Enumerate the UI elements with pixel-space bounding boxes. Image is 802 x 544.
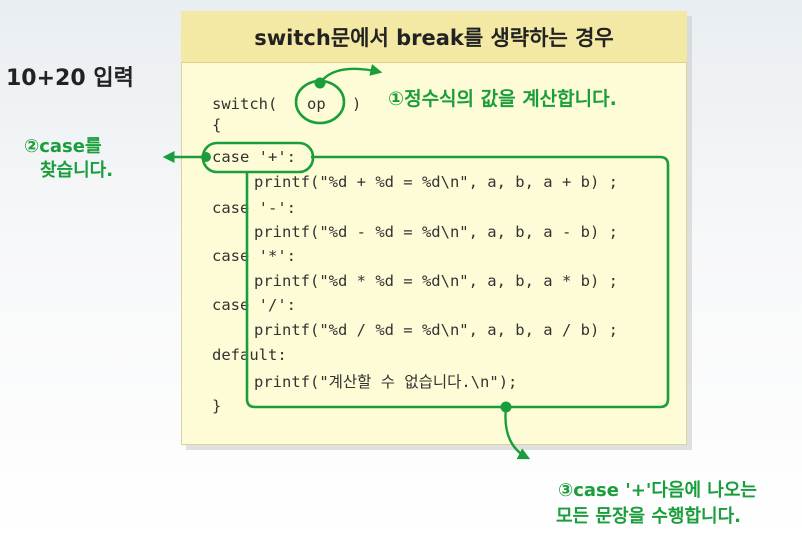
annotation-step2-line1: ②case를 [24, 136, 102, 157]
case-plus-highlight [201, 141, 315, 174]
code-switch-close-paren: ) [352, 95, 362, 113]
code-case-minus: case '-': [212, 199, 296, 217]
code-case-multiply: case '*': [212, 247, 296, 265]
code-printf-divide: printf("%d / %d = %d\n", a, b, a / b) ; [254, 321, 618, 339]
code-switch-keyword: switch( [212, 95, 278, 113]
code-case-plus: case '+': [212, 148, 296, 166]
arrow-step1 [319, 64, 383, 84]
annotation-step3-line1: ③case '+'다음에 나오는 [558, 480, 757, 501]
code-printf-plus: printf("%d + %d = %d\n", a, b, a + b) ; [254, 173, 618, 191]
card-title: switch문에서 break를 생략하는 경우 [254, 25, 614, 50]
input-label: 10+20 입력 [6, 66, 134, 91]
annotation-step1: ①정수식의 값을 계산합니다. [388, 88, 617, 110]
arrow-step3 [504, 406, 531, 460]
code-card [181, 11, 687, 445]
executed-statements-region [245, 155, 670, 409]
code-open-brace: { [212, 116, 222, 134]
code-switch-variable: op [307, 95, 326, 113]
code-printf-minus: printf("%d - %d = %d\n", a, b, a - b) ; [254, 223, 618, 241]
code-close-brace: } [212, 397, 222, 415]
annotation-step2-line2: 찾습니다. [40, 160, 114, 181]
code-printf-multiply: printf("%d * %d = %d\n", a, b, a * b) ; [254, 272, 618, 290]
code-case-divide: case '/': [212, 296, 296, 314]
code-default-keyword: default: [212, 346, 287, 364]
annotation-step3-line2: 모든 문장을 수행합니다. [556, 506, 741, 527]
code-printf-default: printf("계산할 수 없습니다.\n"); [254, 373, 518, 391]
card-title-bar: switch문에서 break를 생략하는 경우 [181, 11, 687, 63]
